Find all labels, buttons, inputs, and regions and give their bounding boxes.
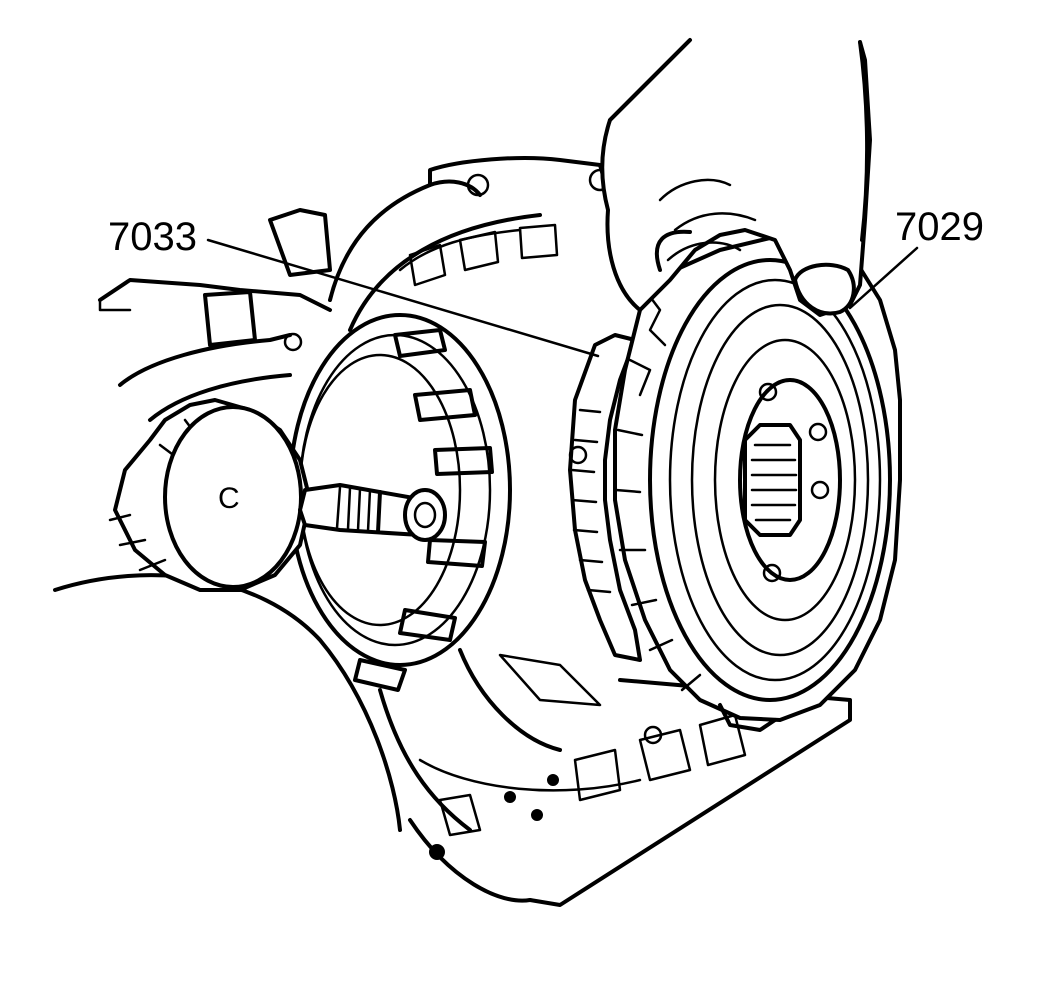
pump-housing [98, 208, 332, 422]
pump-gear [108, 398, 312, 592]
leader-line-7029 [848, 246, 919, 310]
leader-lines [206, 238, 919, 358]
center-mark-label: C [218, 482, 240, 515]
input-shaft [298, 483, 447, 542]
part-label-7033: 7033 [108, 215, 197, 259]
hand [600, 38, 872, 317]
converter-arc [53, 573, 402, 832]
part-label-7029: 7029 [895, 205, 984, 249]
clutch-assembly-7029 [568, 236, 902, 732]
leader-line-7033 [206, 238, 600, 358]
